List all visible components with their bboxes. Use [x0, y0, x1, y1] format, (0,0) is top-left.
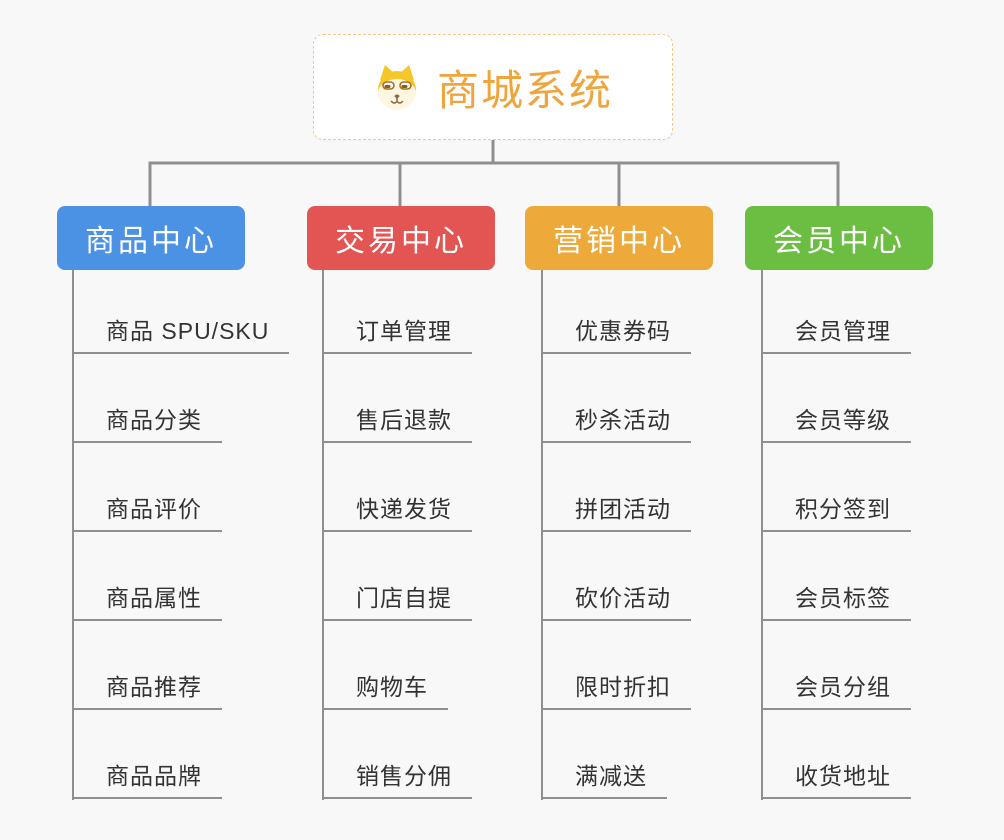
- branch-label: 营销中心: [553, 225, 685, 258]
- leaf-topic[interactable]: 销售分佣: [322, 761, 472, 799]
- leaf-topic[interactable]: 满减送: [541, 761, 667, 799]
- leaf-topic[interactable]: 商品品牌: [72, 761, 222, 799]
- branch-label: 会员中心: [773, 225, 905, 258]
- branch-label: 交易中心: [335, 225, 467, 258]
- leaf-topic[interactable]: 砍价活动: [541, 583, 691, 621]
- leaf-topic[interactable]: 积分签到: [761, 494, 911, 532]
- branch-label: 商品中心: [85, 225, 217, 258]
- leaf-topic[interactable]: 会员等级: [761, 405, 911, 443]
- leaf-topic[interactable]: 限时折扣: [541, 672, 691, 710]
- root-node[interactable]: 商城系统: [313, 34, 673, 140]
- leaf-topic[interactable]: 订单管理: [322, 316, 472, 354]
- leaf-topic[interactable]: 优惠券码: [541, 316, 691, 354]
- leaf-topic[interactable]: 商品推荐: [72, 672, 222, 710]
- leaf-topic[interactable]: 商品评价: [72, 494, 222, 532]
- leaf-topic[interactable]: 商品属性: [72, 583, 222, 621]
- leaf-topic[interactable]: 会员管理: [761, 316, 911, 354]
- bus-connector: [148, 161, 840, 207]
- leaf-topic[interactable]: 会员分组: [761, 672, 911, 710]
- leaf-topic[interactable]: 快递发货: [322, 494, 472, 532]
- leaf-topic[interactable]: 收货地址: [761, 761, 911, 799]
- leaf-topic[interactable]: 拼团活动: [541, 494, 691, 532]
- leaf-topic[interactable]: 秒杀活动: [541, 405, 691, 443]
- root-title: 商城系统: [436, 66, 613, 114]
- leaf-topic[interactable]: 商品 SPU/SKU: [72, 316, 290, 354]
- leaf-topic[interactable]: 门店自提: [322, 583, 472, 621]
- branch-node-product-center[interactable]: 商品中心: [57, 206, 245, 270]
- leaf-topic[interactable]: 购物车: [322, 672, 448, 710]
- leaf-topic[interactable]: 商品分类: [72, 405, 222, 443]
- branch-node-trade-center[interactable]: 交易中心: [307, 206, 495, 270]
- branch-node-member-center[interactable]: 会员中心: [745, 206, 933, 270]
- leaf-topic[interactable]: 会员标签: [761, 583, 911, 621]
- leaf-topic[interactable]: 售后退款: [322, 405, 472, 443]
- branch-node-marketing-center[interactable]: 营销中心: [525, 206, 713, 270]
- dog-face-icon: [377, 65, 416, 110]
